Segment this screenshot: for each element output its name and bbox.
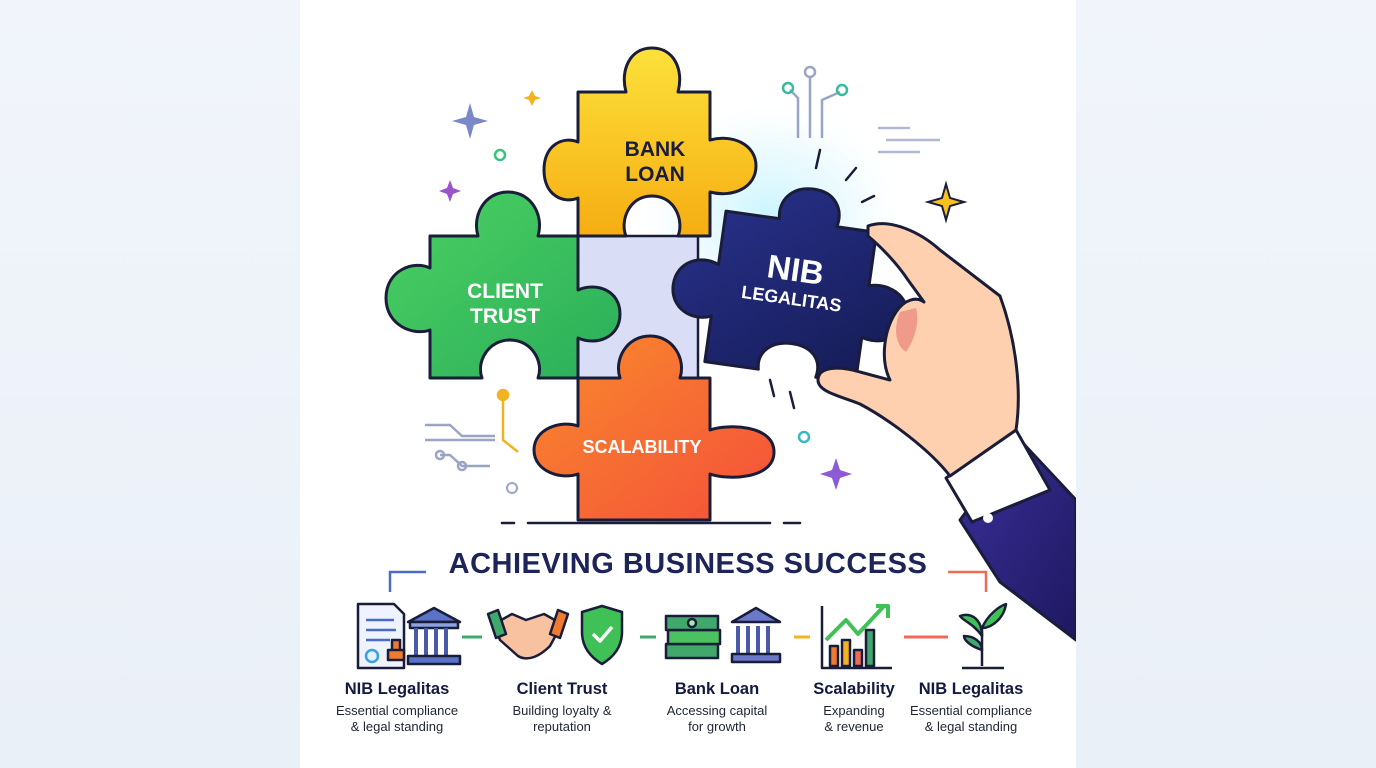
step-description-line: Essential compliance bbox=[909, 703, 1033, 718]
sparkle-icon bbox=[924, 180, 968, 224]
sparkle-icon bbox=[820, 458, 852, 490]
bank-loan-label: BANK LOAN bbox=[600, 137, 710, 187]
step-description-line: Accessing capital bbox=[666, 703, 768, 718]
motion-lines bbox=[768, 148, 876, 410]
bank-loan-line: LOAN bbox=[625, 163, 685, 186]
client-trust-line: CLIENT bbox=[467, 280, 543, 303]
palm-shadow bbox=[896, 308, 918, 352]
sparkle-icon bbox=[523, 90, 541, 106]
sparkle-icon bbox=[452, 103, 488, 139]
growth-chart-icon bbox=[820, 604, 892, 670]
step-description-line: & legal standing bbox=[350, 719, 444, 734]
circuit-decoration bbox=[425, 388, 519, 472]
step-label: Bank Loan bbox=[674, 680, 760, 698]
step-description-line: reputation bbox=[533, 719, 591, 734]
dot-icon bbox=[506, 482, 518, 494]
step-description: Accessing capital for growth bbox=[642, 703, 792, 735]
infographic-panel: BANK LOAN CLIENT TRUST SCALABILITY NIB L… bbox=[300, 0, 1076, 768]
step-description-line: & revenue bbox=[824, 719, 884, 734]
hand-illustration bbox=[816, 222, 1076, 642]
dot-icon bbox=[493, 148, 507, 162]
money-bank-icon bbox=[664, 606, 782, 664]
step-description-line: Building loyalty & bbox=[512, 703, 612, 718]
scalability-label: SCALABILITY bbox=[582, 437, 702, 457]
step-label: Client Trust bbox=[516, 680, 608, 698]
step-description-line: Expanding bbox=[823, 703, 885, 718]
title-connector-right bbox=[948, 570, 988, 592]
bank-loan-line: BANK bbox=[624, 138, 686, 161]
circuit-decoration bbox=[781, 65, 940, 154]
step-description: Expanding & revenue bbox=[779, 703, 929, 735]
left-margin bbox=[0, 0, 300, 768]
step-label: NIB Legalitas bbox=[344, 680, 450, 698]
sparkle-icon bbox=[439, 180, 461, 202]
document-stamp-bank-icon bbox=[356, 602, 462, 670]
step-label: Scalability bbox=[813, 680, 895, 698]
handshake-shield-icon bbox=[486, 604, 624, 666]
right-margin bbox=[1076, 0, 1376, 768]
dot-icon bbox=[797, 430, 811, 444]
step-description: Essential compliance & legal standing bbox=[322, 703, 472, 735]
step-label: NIB Legalitas bbox=[918, 680, 1024, 698]
client-trust-label: CLIENT TRUST bbox=[440, 279, 570, 329]
client-trust-line: TRUST bbox=[470, 305, 540, 328]
step-description-line: for growth bbox=[688, 719, 746, 734]
puzzle-piece-bank-loan bbox=[542, 46, 758, 238]
step-description-line: & legal standing bbox=[924, 719, 1018, 734]
puzzle-piece-scalability bbox=[532, 334, 776, 522]
infographic-artwork bbox=[356, 46, 1076, 670]
cuff-button bbox=[983, 513, 993, 523]
step-description: Building loyalty & reputation bbox=[487, 703, 637, 735]
page-title: ACHIEVING BUSINESS SUCCESS bbox=[448, 548, 928, 580]
step-description-line: Essential compliance bbox=[335, 703, 459, 718]
step-description: Essential compliance & legal standing bbox=[896, 703, 1046, 735]
sprout-icon bbox=[958, 602, 1008, 670]
hand bbox=[816, 222, 1020, 478]
title-connector-left bbox=[388, 570, 426, 592]
